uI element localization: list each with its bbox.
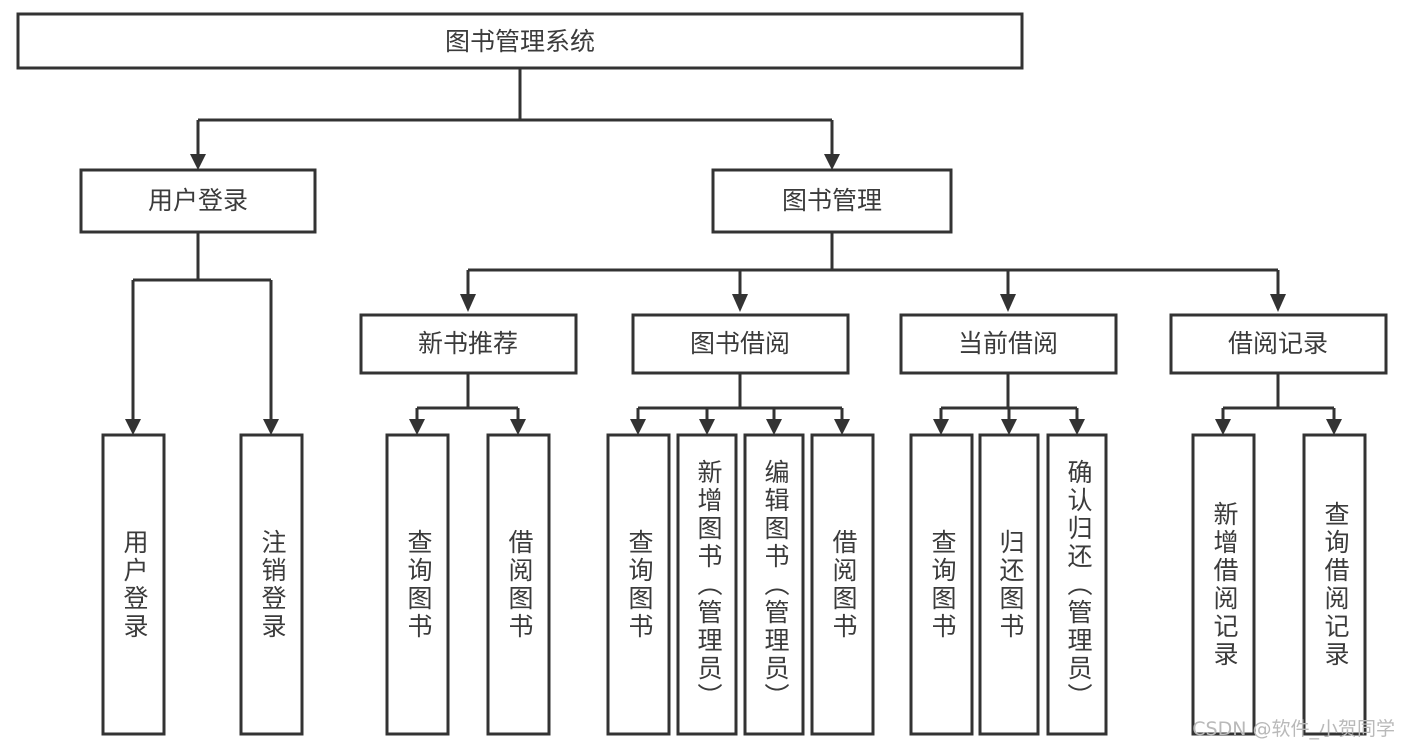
arrow-head-newbook-leaf2 <box>510 419 526 435</box>
leaf-borrow-edit-box[interactable] <box>743 433 805 736</box>
leaf-node-newbook-query[interactable]: 查询图书 <box>385 433 450 736</box>
arrow-head-borrow-leaf4 <box>834 419 850 435</box>
leaf-newbook-borrow-box[interactable] <box>486 433 551 736</box>
leaf-borrow-query-box[interactable] <box>606 433 671 736</box>
arrow-head-newbook <box>460 294 476 312</box>
node-new-book-recommend[interactable]: 新书推荐 <box>359 313 578 375</box>
arrow-head-user-login <box>190 154 206 170</box>
leaf-node-record-query[interactable]: 查询借阅记录 <box>1302 433 1367 736</box>
leaf-borrow-query-label: 查询图书 <box>625 529 654 641</box>
node-borrow-record-box[interactable] <box>1169 313 1388 375</box>
node-user-login[interactable]: 用户登录 <box>79 168 317 234</box>
arrow-head-record-leaf2 <box>1326 419 1342 435</box>
leaf-record-add-box[interactable] <box>1191 433 1256 736</box>
arrow-head-book-manage <box>824 154 840 170</box>
leaf-newbook-query-label: 查询图书 <box>404 529 433 641</box>
arrow-head-record-leaf1 <box>1215 419 1231 435</box>
leaf-node-current-query[interactable]: 查询图书 <box>909 433 974 736</box>
node-root-book-management-system[interactable]: 图书管理系统 <box>16 12 1024 70</box>
leaf-user-login-login-label: 用户登录 <box>120 529 149 641</box>
leaf-newbook-borrow-label: 借阅图书 <box>505 529 534 641</box>
arrow-head-borrow-leaf1 <box>630 419 646 435</box>
leaf-current-confirm-return-box[interactable] <box>1046 433 1108 736</box>
leaf-node-borrow-edit[interactable]: 编辑图书（管理员） <box>743 433 805 736</box>
arrow-head-borrow <box>732 294 748 312</box>
leaf-current-query-box[interactable] <box>909 433 974 736</box>
leaf-user-login-login-box[interactable] <box>101 433 166 736</box>
arrow-head-current-leaf3 <box>1069 419 1085 435</box>
leaf-current-return-label: 归还图书 <box>996 529 1025 641</box>
node-user-login-label: 用户登录 <box>148 186 248 215</box>
leaf-node-newbook-borrow[interactable]: 借阅图书 <box>486 433 551 736</box>
arrow-head-current-leaf2 <box>1001 419 1017 435</box>
leaf-record-query-label: 查询借阅记录 <box>1321 501 1350 669</box>
arrow-head-borrow-leaf2 <box>699 419 715 435</box>
node-book-management-box[interactable] <box>711 168 953 234</box>
node-current-borrow[interactable]: 当前借阅 <box>899 313 1118 375</box>
node-borrow-record-label: 借阅记录 <box>1228 329 1328 358</box>
leaf-newbook-query-box[interactable] <box>385 433 450 736</box>
node-book-management-label: 图书管理 <box>782 186 882 215</box>
arrow-head-current-leaf1 <box>933 419 949 435</box>
arrow-head-record <box>1270 294 1286 312</box>
node-current-borrow-box[interactable] <box>899 313 1118 375</box>
leaf-node-borrow-query[interactable]: 查询图书 <box>606 433 671 736</box>
leaf-borrow-add-box[interactable] <box>676 433 738 736</box>
leaf-node-record-add[interactable]: 新增借阅记录 <box>1191 433 1256 736</box>
leaf-node-current-return[interactable]: 归还图书 <box>978 433 1040 736</box>
leaf-current-return-box[interactable] <box>978 433 1040 736</box>
node-current-borrow-label: 当前借阅 <box>958 329 1058 358</box>
leaf-node-borrow-add[interactable]: 新增图书（管理员） <box>676 433 738 736</box>
connector-layer <box>125 68 1342 435</box>
node-book-borrow-label: 图书借阅 <box>690 329 790 358</box>
leaf-current-query-label: 查询图书 <box>928 529 957 641</box>
node-root-label: 图书管理系统 <box>445 27 595 56</box>
leaf-node-user-login-login[interactable]: 用户登录 <box>101 433 166 736</box>
arrow-head-leaf-logout <box>263 419 279 435</box>
node-root-box[interactable] <box>16 12 1024 70</box>
node-new-book-recommend-label: 新书推荐 <box>418 329 518 358</box>
leaf-node-user-login-logout[interactable]: 注销登录 <box>239 433 304 736</box>
node-borrow-record[interactable]: 借阅记录 <box>1169 313 1388 375</box>
leaf-borrow-edit-label: 编辑图书（管理员） <box>761 459 790 711</box>
node-book-borrow-box[interactable] <box>631 313 850 375</box>
leaf-node-current-confirm-return[interactable]: 确认归还（管理员） <box>1046 433 1108 736</box>
arrow-head-current <box>1000 294 1016 312</box>
node-book-borrow[interactable]: 图书借阅 <box>631 313 850 375</box>
arrow-head-borrow-leaf3 <box>766 419 782 435</box>
leaf-user-login-logout-label: 注销登录 <box>258 529 287 641</box>
arrow-head-newbook-leaf1 <box>409 419 425 435</box>
arrow-head-leaf-user-login <box>125 419 141 435</box>
node-book-management[interactable]: 图书管理 <box>711 168 953 234</box>
node-new-book-recommend-box[interactable] <box>359 313 578 375</box>
leaf-node-borrow-borrow[interactable]: 借阅图书 <box>810 433 875 736</box>
leaf-current-confirm-return-label: 确认归还（管理员） <box>1064 459 1093 711</box>
leaf-user-login-logout-box[interactable] <box>239 433 304 736</box>
node-user-login-box[interactable] <box>79 168 317 234</box>
leaf-record-query-box[interactable] <box>1302 433 1367 736</box>
leaf-borrow-borrow-box[interactable] <box>810 433 875 736</box>
leaf-borrow-borrow-label: 借阅图书 <box>829 529 858 641</box>
leaf-borrow-add-label: 新增图书（管理员） <box>694 459 723 711</box>
leaf-record-add-label: 新增借阅记录 <box>1210 501 1239 669</box>
